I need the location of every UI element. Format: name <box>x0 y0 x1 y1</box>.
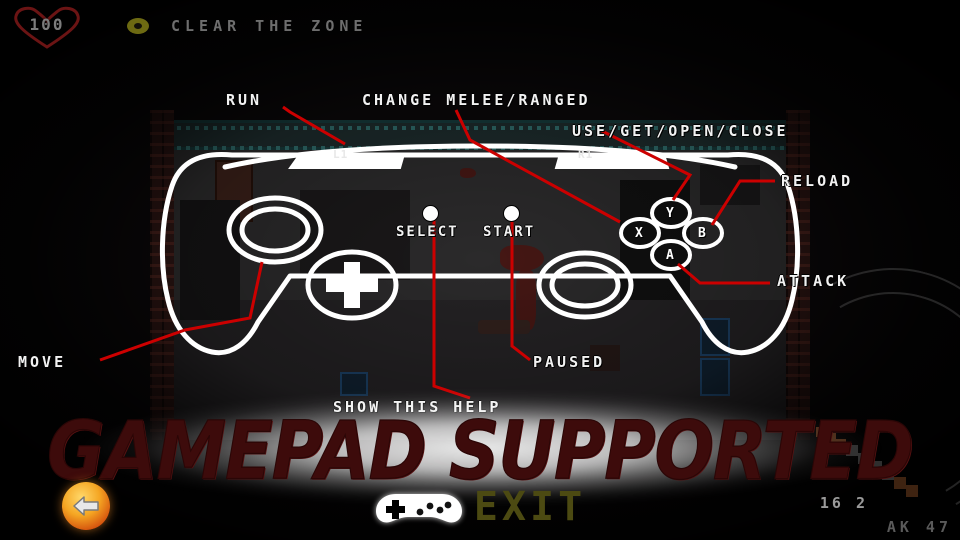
label-reload: RELOAD <box>781 172 854 190</box>
scene-prop <box>700 318 730 356</box>
select-button <box>423 206 438 221</box>
scene-shadow-box <box>700 165 760 205</box>
gamepad-icon <box>375 494 462 523</box>
hud-top-bar: 100 CLEAR THE ZONE <box>0 0 960 52</box>
scene-shadow-box <box>620 180 690 300</box>
exit-label: EXIT <box>473 484 587 530</box>
scene-corpse <box>478 320 530 334</box>
face-button-y-label: Y <box>666 206 676 221</box>
scene-blood <box>500 245 544 271</box>
objective-marker-icon <box>127 18 149 34</box>
shoulder-right-label: R1 <box>578 148 594 161</box>
back-arrow-icon <box>73 496 99 516</box>
label-move: MOVE <box>18 353 67 371</box>
face-button-x-label: X <box>635 226 645 241</box>
objective-marker-icon-center <box>134 23 142 29</box>
face-button-b-label: B <box>698 226 708 241</box>
scene-prop <box>340 372 368 396</box>
label-change-weapon: CHANGE MELEE/RANGED <box>362 91 591 109</box>
scene-shadow-box <box>180 200 240 320</box>
label-use: USE/GET/OPEN/CLOSE <box>572 122 789 140</box>
objective-indicator: CLEAR THE ZONE <box>127 17 367 35</box>
health-indicator: 100 <box>12 3 82 49</box>
scene-wall-trim-lower <box>150 146 810 150</box>
back-button[interactable] <box>62 482 110 530</box>
label-run: RUN <box>226 91 263 109</box>
scene-blood <box>460 168 476 178</box>
scene-shadow-box <box>300 190 410 280</box>
scene-brick-wall-left <box>150 110 174 440</box>
label-attack: ATTACK <box>777 272 850 290</box>
health-value: 100 <box>29 14 65 34</box>
face-button-a-label: A <box>666 248 676 263</box>
label-paused: PAUSED <box>533 353 606 371</box>
objective-text: CLEAR THE ZONE <box>171 17 368 35</box>
start-label: START <box>483 224 536 240</box>
start-button <box>504 206 519 221</box>
exit-hint[interactable]: EXIT <box>0 484 960 530</box>
scene-prop <box>700 358 730 396</box>
shoulder-left-label: L1 <box>333 148 349 161</box>
select-label: SELECT <box>396 224 459 240</box>
